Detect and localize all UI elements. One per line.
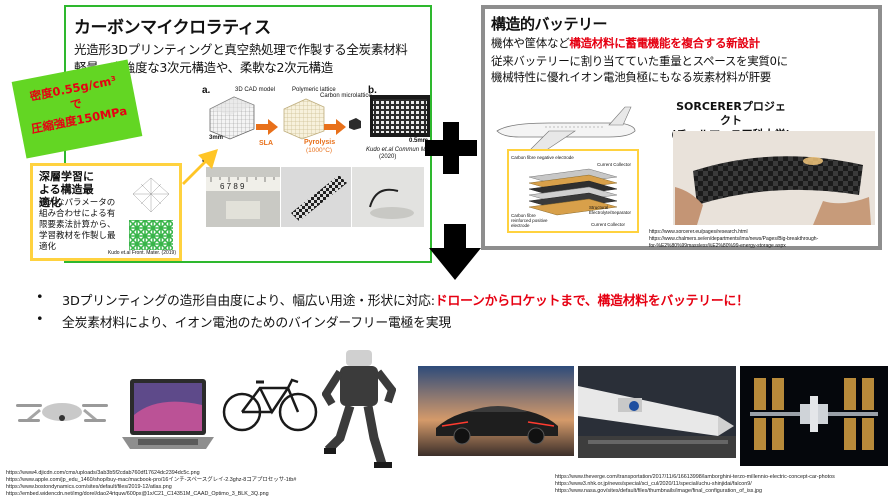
laptop-image — [122, 379, 214, 449]
label-positive-electrode: Carbon fibre reinforced positive electro… — [511, 213, 548, 228]
label-current-collector-bottom: Current Collector — [591, 222, 626, 227]
yellow-arrow-icon — [182, 149, 218, 185]
bullet-1-highlight: ドローンからロケットまで、構造材料をバッテリーに！ — [434, 294, 749, 309]
rocket-image — [578, 366, 736, 458]
figure-label-b: b. — [368, 85, 377, 96]
carbon-microlattice-image — [349, 118, 361, 130]
lattice-micrograph-image — [370, 95, 430, 137]
humanoid-robot-image — [322, 350, 396, 468]
bullet-item-2: • 全炭素材料により、イオン電池のためのバインダーフリー電極を実現 — [36, 312, 749, 334]
concept-car-image — [418, 366, 574, 456]
cad-label: 3D CAD model — [235, 87, 276, 93]
flexible-lattice-photo — [281, 167, 351, 227]
figure-label-a: a. — [202, 85, 211, 96]
left-references: https://www4.djicdn.com/cms/uploads/3ab3… — [6, 470, 296, 498]
network-graph-image — [132, 177, 170, 213]
battery-layer-diagram: Carbon fibre negative electrode Current … — [507, 149, 639, 233]
reference-drone: https://www4.djicdn.com/cms/uploads/3ab3… — [6, 470, 200, 476]
battery-layers-illustration — [528, 168, 618, 216]
scale-3mm: 3mm — [209, 135, 224, 141]
pyrolysis-arrow-icon — [324, 119, 346, 135]
scale-05mm: 0.5mm — [409, 138, 429, 144]
reference-robot: https://www.bostondynamics.com/sites/def… — [6, 484, 172, 490]
panel-line-2: 従来バッテリーに割り当てていた重量とスペースを実質0に — [491, 54, 788, 68]
line-1-highlight: 構造材料に蓄電機能を複合する新設計 — [569, 36, 760, 50]
deep-learning-box: 深層学習による構造最適化 膨大なパラメータの組み合わせによる有限要素法計算から、… — [30, 163, 182, 261]
deep-learning-title: 深層学習による構造最適化 — [39, 170, 94, 209]
label-current-collector-top: Current Collector — [597, 162, 632, 167]
right-references: https://www.theverge.com/transportation/… — [555, 474, 835, 495]
right-ref-1: https://www.sorcerer.eu/pages/research.h… — [649, 229, 748, 235]
iss-image — [740, 366, 888, 466]
bullet-1-text: 3Dプリンティングの造形自由度により、幅広い用途・形状に対応: — [62, 294, 435, 309]
carbon-label: Carbon microlattice — [320, 93, 372, 99]
sla-label: SLA — [259, 140, 273, 147]
deep-learning-body: 膨大なパラメータの組み合わせによる有限要素法計算から、学習教材を作製し最適化 — [39, 198, 116, 252]
bicycle-image — [222, 378, 318, 432]
deep-learning-ref: Kudo et.al Front. Mater. (2019) — [107, 250, 176, 256]
bullet-dot: • — [36, 312, 44, 327]
figure-ref: Kudo et.al Commun Mater. — [366, 147, 438, 153]
bullet-2-text: 全炭素材料により、イオン電池のためのバインダーフリー電極を実現 — [62, 316, 451, 331]
reference-car: https://www.theverge.com/transportation/… — [555, 474, 835, 480]
down-arrow-icon — [429, 224, 481, 280]
airplane-image — [496, 106, 636, 152]
reference-bicycle: https://embed.widencdn.net/img/dorel/dao… — [6, 491, 269, 497]
panel-title: 構造的バッテリー — [491, 15, 608, 33]
bullet-dot: • — [36, 290, 44, 305]
reference-iss: https://www.nasa.gov/sites/default/files… — [555, 488, 763, 494]
figure-ref-year: (2020) — [379, 154, 397, 160]
polymeric-label: Polymeric lattice — [292, 87, 336, 93]
label-electrolyte: Structural Electrolyte/Separator — [589, 205, 632, 215]
bullet-item-1: • 3Dプリンティングの造形自由度により、幅広い用途・形状に対応:ドローンからロ… — [36, 290, 749, 312]
sla-arrow-icon — [256, 119, 278, 135]
reference-rocket: https://www3.nhk.or.jp/news/special/sci_… — [555, 481, 752, 487]
project-name: SORCERERプロジェクト — [676, 100, 786, 127]
optimized-lattice-image — [129, 220, 173, 250]
bent-lattice-photo — [352, 167, 424, 227]
line-1-prefix: 機体や筐体など — [491, 36, 570, 50]
panel-subtitle-2: 軽量・高強度な3次元構造や、柔軟な2次元構造 — [74, 60, 333, 75]
polymeric-lattice-image — [283, 98, 325, 140]
cad-model-image — [209, 96, 255, 140]
panel-subtitle-1: 光造形3Dプリンティングと真空熱処理で作製する全炭素材料 — [74, 42, 408, 57]
plus-icon — [425, 122, 477, 174]
drone-image — [16, 403, 108, 422]
panel-line-3: 機械特性に優れイオン電池負極にもなる炭素材料が肝要 — [491, 70, 771, 84]
sorcerer-battery-photo — [673, 131, 875, 225]
panel-title: カーボンマイクロラティス — [74, 18, 271, 38]
pyrolysis-label: Pyrolysis — [304, 139, 336, 146]
pyrolysis-temp: (1000°C) — [306, 147, 333, 154]
structural-battery-panel: 構造的バッテリー 機体や筐体など構造材料に蓄電機能を複合する新設計 従来バッテリ… — [481, 5, 882, 250]
label-negative-electrode: Carbon fibre negative electrode — [511, 155, 574, 160]
ruler-numbers: 6 7 8 9 — [220, 182, 245, 191]
ruler-photo: 6 7 8 9 — [206, 167, 280, 227]
reference-laptop: https://www.apple.com/jp_edu_1460/shop/b… — [6, 477, 297, 483]
panel-line-1: 機体や筐体など構造材料に蓄電機能を複合する新設計 — [491, 35, 760, 51]
right-ref-3: for-%E2%80%99massless%E2%80%99-energy-st… — [649, 243, 786, 249]
right-ref-2: https://www.chalmers.se/en/departments/i… — [649, 236, 819, 242]
bullet-list: • 3Dプリンティングの造形自由度により、幅広い用途・形状に対応:ドローンからロ… — [36, 290, 749, 334]
